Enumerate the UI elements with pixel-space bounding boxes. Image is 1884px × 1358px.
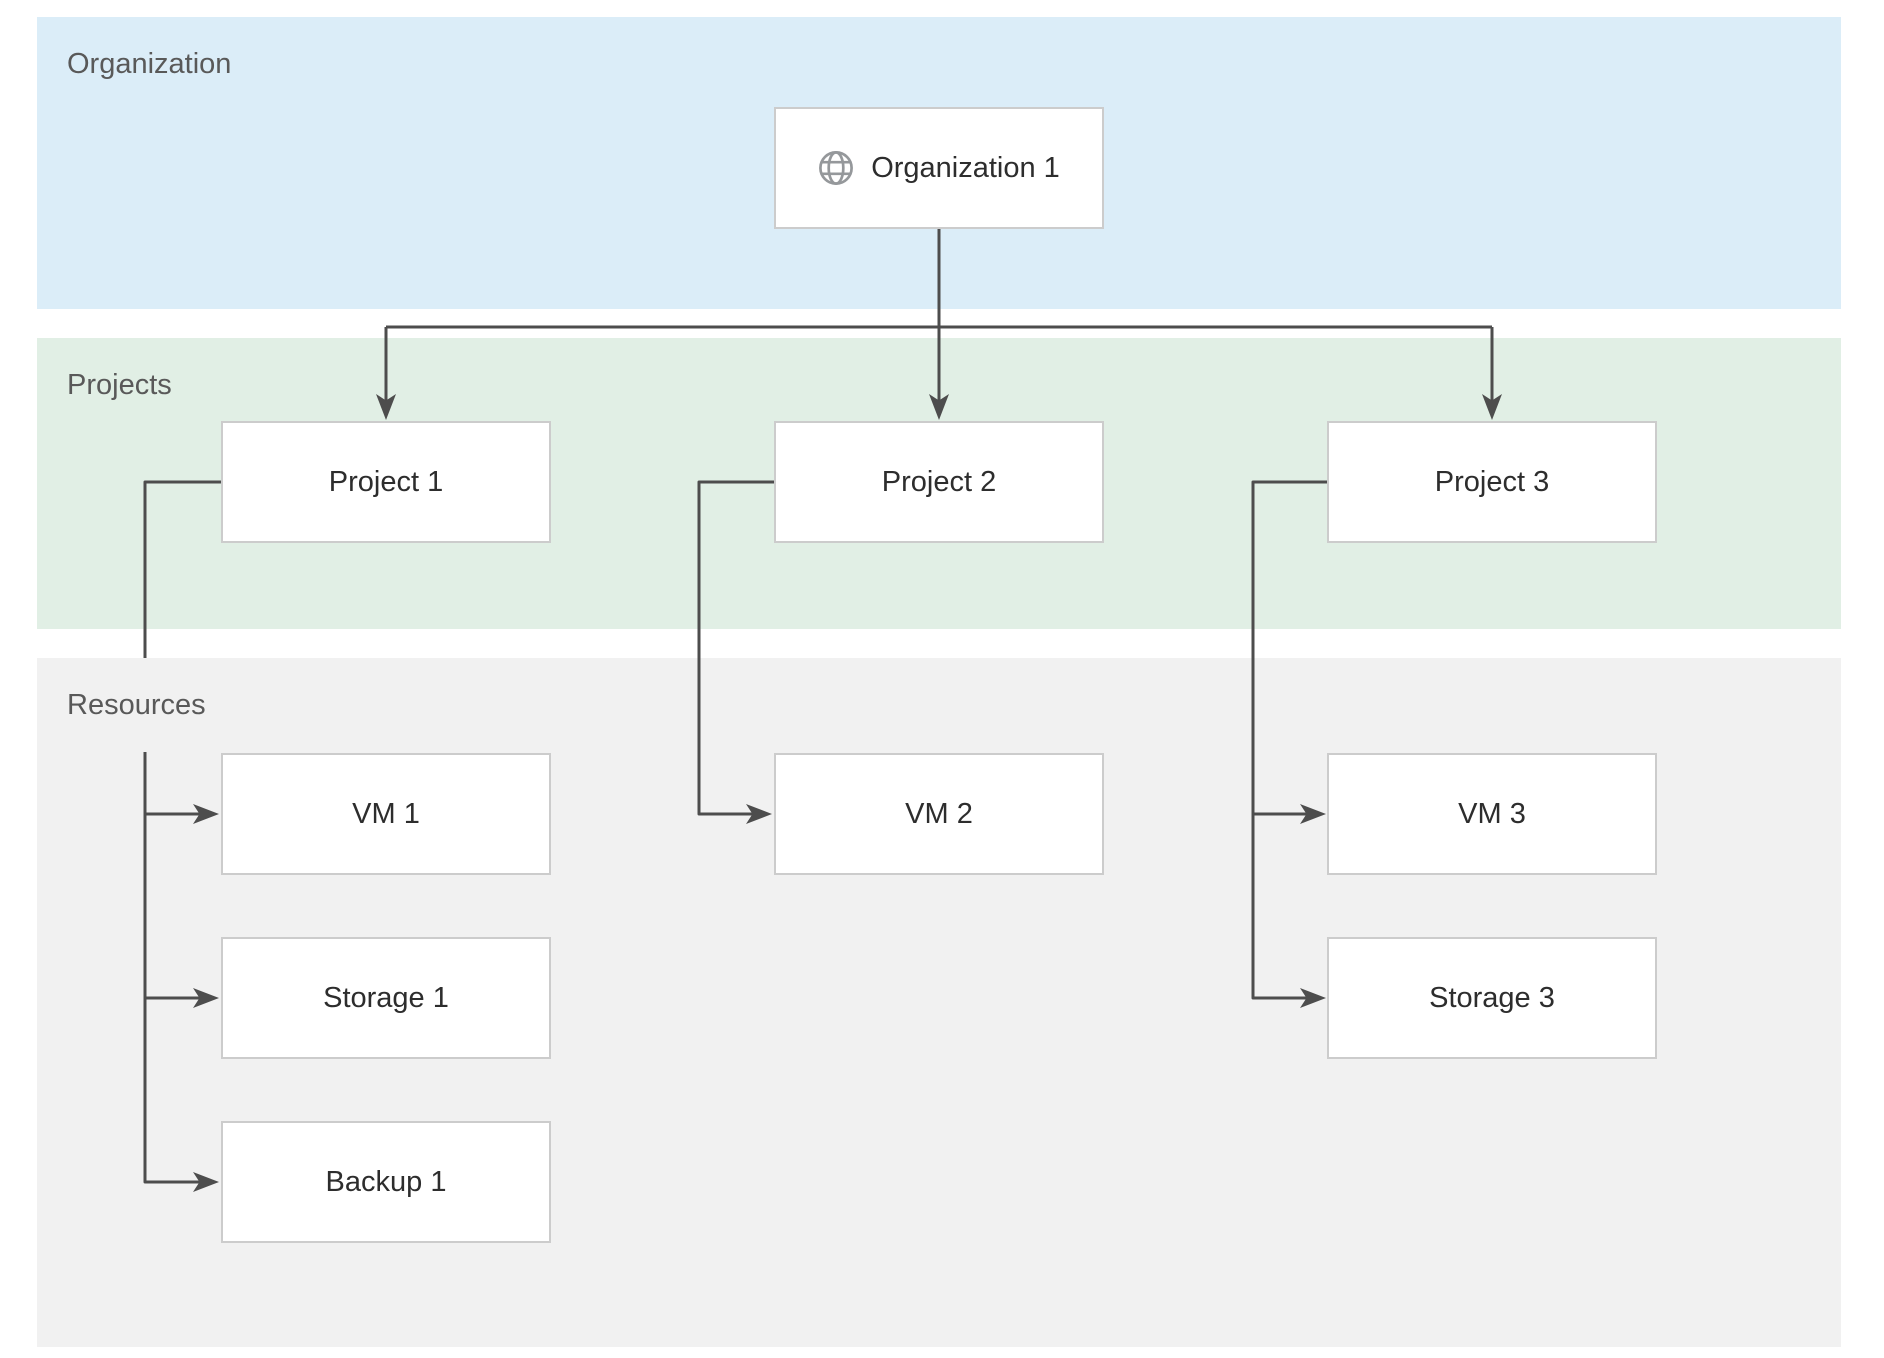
node-project-1: Project 1 — [221, 421, 551, 543]
node-label: Project 2 — [881, 465, 997, 498]
node-storage-3: Storage 3 — [1327, 937, 1657, 1059]
node-project-2: Project 2 — [774, 421, 1104, 543]
band-organization-label: Organization — [67, 48, 232, 80]
node-label: VM 1 — [352, 797, 420, 830]
node-label: Storage 3 — [1429, 981, 1555, 1014]
node-label: Project 3 — [1434, 465, 1550, 498]
node-label: VM 2 — [905, 797, 973, 830]
node-label: VM 3 — [1458, 797, 1526, 830]
band-projects-label: Projects — [67, 369, 172, 401]
node-label: Storage 1 — [323, 981, 449, 1014]
node-project-3: Project 3 — [1327, 421, 1657, 543]
globe-icon — [819, 151, 854, 185]
node-label: Backup 1 — [325, 1165, 447, 1198]
node-label: Project 1 — [328, 465, 444, 498]
node-label: Organization 1 — [871, 151, 1060, 184]
node-backup-1: Backup 1 — [221, 1121, 551, 1243]
node-vm-3: VM 3 — [1327, 753, 1657, 875]
node-vm-2: VM 2 — [774, 753, 1104, 875]
node-storage-1: Storage 1 — [221, 937, 551, 1059]
node-organization-1: Organization 1 — [774, 107, 1104, 229]
band-resources-label: Resources — [67, 689, 206, 721]
node-vm-1: VM 1 — [221, 753, 551, 875]
